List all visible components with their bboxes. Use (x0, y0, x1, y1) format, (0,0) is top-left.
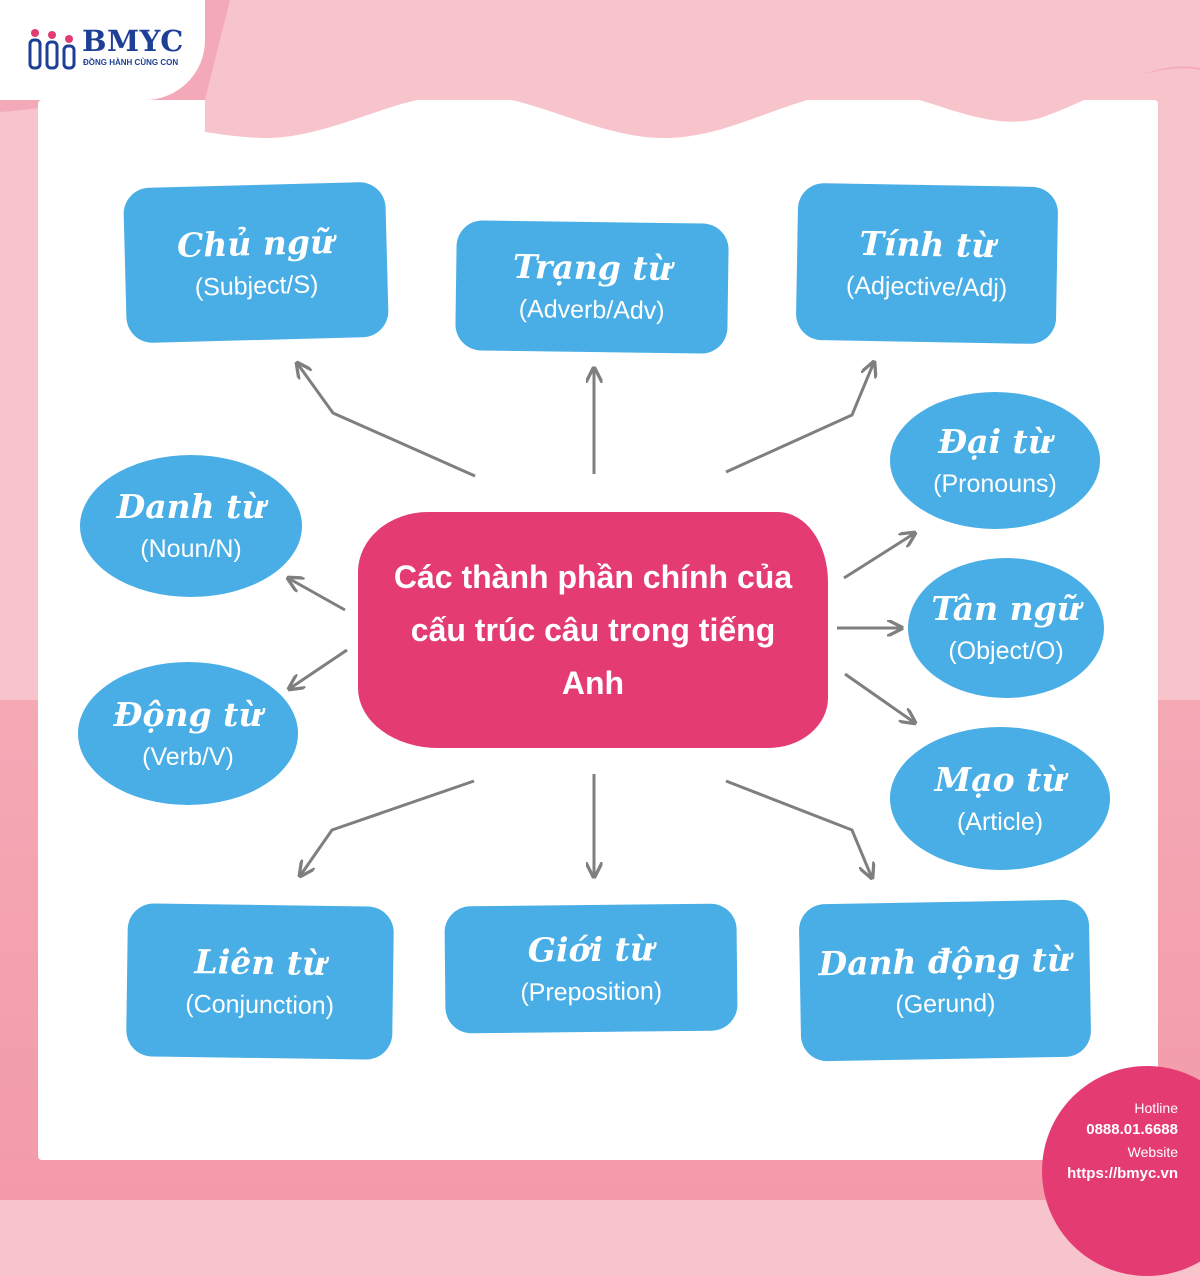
node-object-title: Tân ngữ (931, 589, 1081, 628)
node-adjective-title: Tính từ (859, 223, 996, 265)
node-conjunction-title: Liên từ (194, 941, 327, 983)
node-adverb-subtitle: (Adverb/Adv) (518, 294, 665, 326)
node-subject: Chủ ngữ (Subject/S) (123, 181, 389, 344)
center-topic: Các thành phần chính của cấu trúc câu tr… (358, 512, 828, 748)
node-verb-title: Động từ (113, 694, 263, 734)
node-conjunction-subtitle: (Conjunction) (185, 989, 335, 1020)
arrow-to-article (844, 672, 915, 723)
center-topic-title: Các thành phần chính của cấu trúc câu tr… (393, 558, 793, 701)
arrow-to-verb (289, 648, 348, 689)
node-subject-subtitle: (Subject/S) (194, 269, 319, 302)
top-wave-overlay (205, 0, 1200, 139)
node-adverb-title: Trạng từ (512, 246, 672, 289)
node-conjunction: Liên từ (Conjunction) (125, 903, 395, 1060)
brand-name: BMYC (82, 24, 184, 58)
brand-tagline: ĐỒNG HÀNH CÙNG CON (83, 58, 179, 67)
hotline-value[interactable]: 0888.01.6688 (1086, 1121, 1178, 1138)
node-adjective-subtitle: (Adjective/Adj) (845, 271, 1008, 302)
node-pronoun: Đại từ (Pronouns) (890, 392, 1100, 529)
arrow-to-pronoun (843, 533, 915, 580)
node-article-title: Mạo từ (934, 759, 1066, 799)
node-adjective: Tính từ (Adjective/Adj) (795, 182, 1059, 345)
node-subject-title: Chủ ngữ (176, 221, 335, 265)
connector-arrows (0, 0, 1200, 1200)
node-article-subtitle: (Article) (956, 807, 1044, 836)
hotline-label: Hotline (1134, 1100, 1178, 1116)
brand-logo[interactable]: BMYC ĐỒNG HÀNH CÙNG CON (0, 0, 205, 100)
node-pronoun-subtitle: (Pronouns) (933, 469, 1057, 498)
node-gerund: Danh động từ (Gerund) (798, 899, 1092, 1062)
node-noun-title: Danh từ (116, 487, 266, 526)
node-object: Tân ngữ (Object/O) (908, 558, 1104, 698)
arrow-to-adjective (725, 362, 874, 474)
node-verb-subtitle: (Verb/V) (142, 742, 234, 771)
node-preposition: Giới từ (Preposition) (444, 903, 738, 1034)
arrow-to-conjunction (300, 779, 475, 876)
node-noun: Danh từ (Noun/N) (80, 455, 302, 597)
node-preposition-subtitle: (Preposition) (520, 976, 663, 1007)
node-preposition-title: Giới từ (527, 928, 654, 970)
arrow-to-noun (288, 578, 346, 612)
family-icon (28, 29, 76, 70)
website-label: Website (1127, 1144, 1178, 1160)
contact-info: Hotline 0888.01.6688 Website https://bmy… (1067, 1097, 1178, 1185)
node-adverb: Trạng từ (Adverb/Adv) (455, 220, 729, 354)
node-noun-subtitle: (Noun/N) (140, 535, 242, 563)
website-link[interactable]: https://bmyc.vn (1067, 1165, 1178, 1182)
node-gerund-title: Danh động từ (818, 939, 1072, 983)
arrow-to-gerund (725, 779, 872, 878)
node-article: Mạo từ (Article) (890, 727, 1110, 870)
node-pronoun-title: Đại từ (938, 421, 1052, 461)
arrow-to-subject (297, 363, 476, 478)
node-gerund-subtitle: (Gerund) (895, 988, 996, 1019)
node-verb: Động từ (Verb/V) (78, 662, 298, 805)
node-object-subtitle: (Object/O) (948, 637, 1064, 665)
